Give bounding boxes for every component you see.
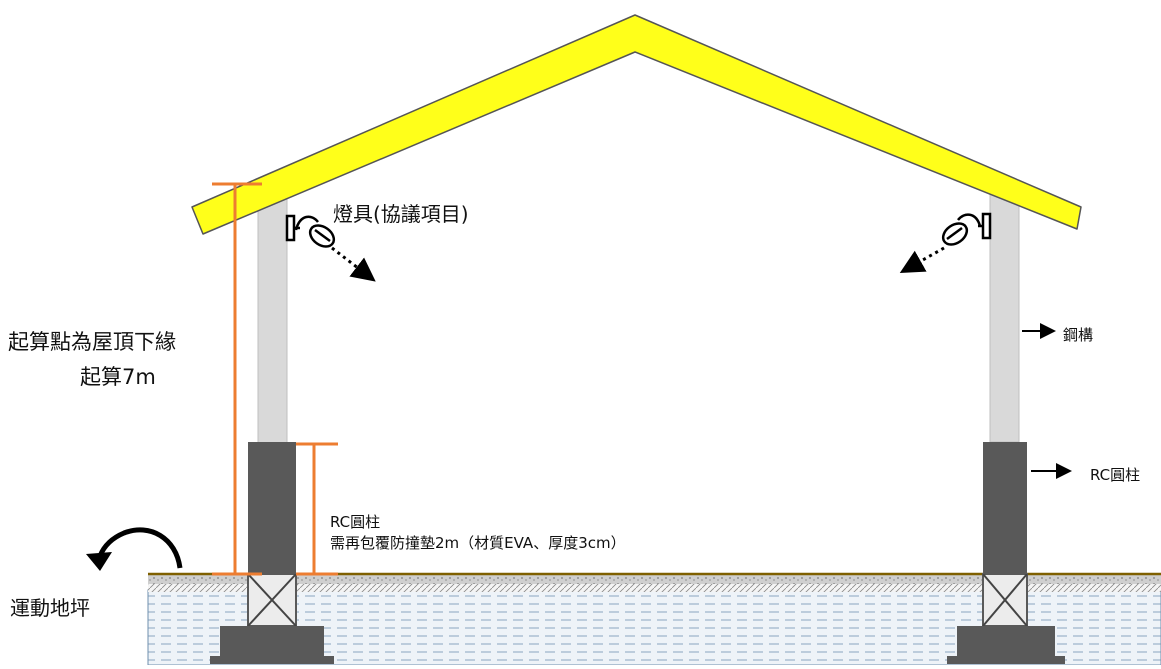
height-note-line1: 起算點為屋頂下緣 (8, 330, 176, 354)
floor-curved-arrow (86, 527, 183, 571)
sports-floor-label: 運動地坪 (10, 596, 90, 620)
lamp-label: 燈具(協議項目) (333, 202, 469, 226)
steel-structure-label: 鋼構 (1063, 326, 1094, 344)
pad-dimension-2m (296, 442, 338, 576)
rc-column-label-left: RC圓柱 (330, 513, 381, 531)
height-note-line2: 起算7m (80, 365, 156, 389)
right-lamp-icon (941, 212, 992, 246)
left-light-beam (331, 246, 376, 282)
right-steel-column (989, 179, 1020, 443)
right-footing (947, 573, 1065, 664)
right-rc-column (983, 442, 1027, 574)
right-light-beam (899, 246, 945, 273)
roof (191, 14, 1082, 235)
rc-column-pad-note: 需再包覆防撞墊2m（材質EVA、厚度3cm） (330, 534, 626, 552)
height-dimension-7m (212, 182, 262, 576)
left-footing (210, 573, 334, 664)
left-rc-column (248, 442, 296, 574)
left-lamp-icon (285, 214, 336, 248)
rc-column-label-right: RC圓柱 (1090, 466, 1141, 484)
left-steel-column (257, 181, 288, 445)
